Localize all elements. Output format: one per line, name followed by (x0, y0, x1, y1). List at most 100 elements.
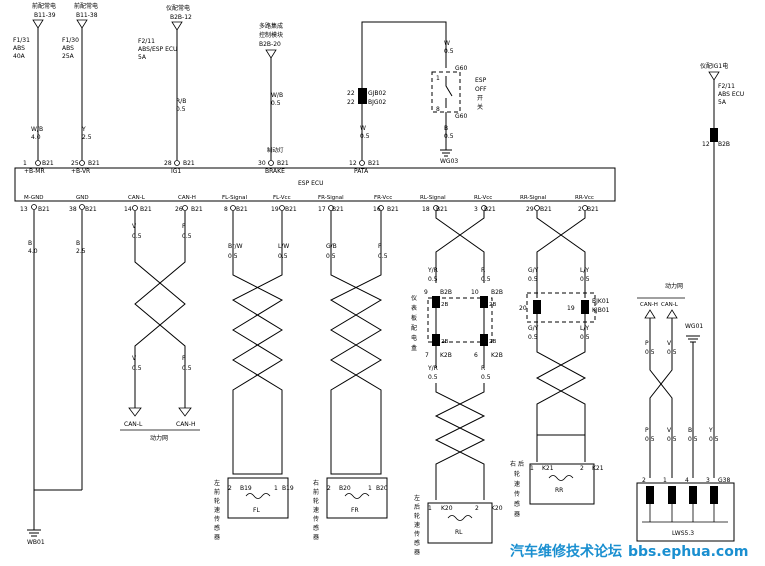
fuse-id: F2/11 (138, 38, 155, 45)
pin-name: RR-Vcc (575, 195, 594, 201)
sensor-desc: 左 前 轮 速 传 感 器 (214, 479, 220, 541)
wire-color: V (667, 427, 672, 434)
rr-sensor-circuit: G/Y 0.5 L/Y 0.5 20 19 BJK01 KJB01 G/Y 0.… (510, 205, 610, 518)
wire-size: 0.5 (378, 253, 388, 260)
wire-size: 0.5 (528, 276, 538, 283)
network-label: 动力网 (665, 282, 683, 290)
junction-pin: 9 (424, 289, 428, 296)
desc-char: 盒 (411, 344, 417, 352)
pin-name: FR-Signal (318, 195, 344, 201)
desc-char: 轮 (214, 497, 220, 505)
wire-color: R/B (176, 98, 186, 105)
connector-pin: 12 (702, 141, 710, 148)
ground-label: WG03 (440, 158, 458, 165)
desc-char: 感 (313, 524, 319, 532)
desc-char: 器 (414, 549, 420, 556)
pin-num: 38 (69, 206, 77, 213)
pin-num: 1 (23, 160, 27, 167)
module-pin: B2B-20 (259, 41, 281, 48)
sensor-pin: 1 (368, 485, 372, 492)
desc-char: 轮 (414, 512, 420, 520)
pin-conn: B21 (484, 206, 496, 213)
sensor-label: FL (253, 507, 260, 514)
wire-size: 0.5 (481, 374, 491, 381)
pin-conn: B21 (88, 160, 100, 167)
pin-name: RL-Vcc (474, 195, 492, 201)
sensor-pin: 2 (228, 485, 232, 492)
wire-color: R (481, 365, 485, 372)
desc-char: 速 (214, 507, 220, 514)
switch-pin: 8 (436, 106, 440, 113)
connector-name: BJG02 (368, 99, 386, 106)
wire-size: 2.5 (76, 248, 86, 255)
lws-terminal (710, 486, 718, 504)
switch-contact-icon (445, 76, 453, 97)
ecu-top-pins: 1 B21 +B-MR 25 B21 +B-VR 28 B21 IG1 30 B… (23, 146, 380, 175)
fuse-rating: 5A (718, 99, 727, 106)
wire-size: 4.0 (31, 134, 41, 141)
wire-size: 0.5 (667, 349, 677, 356)
sensor-conn: B19 (282, 485, 294, 492)
junction-conn: K2B (491, 352, 503, 359)
supply-arrow-icon (76, 19, 88, 29)
junction-pin: 19 (567, 305, 575, 312)
fuse-desc: ABS ECU (718, 91, 744, 98)
pin-conn: B21 (277, 160, 289, 167)
module-label: 控制模块 (259, 31, 283, 39)
multifunction-feed: 多路集成 控制模块 B2B-20 W/B 0.5 (259, 22, 283, 160)
junction-pin: 7 (425, 352, 429, 359)
sensor-conn: B20 (376, 485, 388, 492)
sensor-desc: 右 前 轮 速 传 感 器 (313, 479, 319, 541)
wire-color: L/Y (580, 267, 589, 274)
wire-color: W (444, 40, 450, 47)
sensor-conn: B20 (339, 485, 351, 492)
desc-char: 器 (514, 511, 520, 518)
sensor-pin: 2 (475, 505, 479, 512)
wire-size: 0.5 (176, 106, 186, 113)
junction-inner: 2B (441, 302, 448, 308)
junction-pin: 10 (471, 289, 479, 296)
junction-terminal (581, 300, 589, 314)
fuse-feed-2: 前配常电 B11-38 F1/30 ABS 25A Y 2.5 (62, 2, 98, 160)
wire-color: B (76, 240, 80, 247)
can-label: CAN-L (124, 421, 143, 428)
junction-desc: 仪 表 板 配 电 盒 (411, 295, 417, 352)
supply-pin: B2B-12 (170, 14, 192, 21)
connector-pin: 22 (347, 99, 355, 106)
junction-inner: 2B (489, 339, 496, 345)
pin-num: 2 (578, 206, 582, 213)
desc-char: 感 (214, 524, 220, 532)
pin-num: 26 (175, 206, 183, 213)
pin-num: 17 (318, 206, 326, 213)
pin-conn: B21 (587, 206, 599, 213)
supply-label: 仪配IG1电 (700, 62, 728, 70)
can-bus-ecu: V 0.5 P 0.5 V 0.5 P 0.5 CAN-L CAN-H 动力网 (120, 205, 200, 442)
ecu-bottom-pins: M-GND 13 B21 GND 38 B21 CAN-L 14 B21 CAN… (20, 195, 599, 213)
junction-conn: K2B (440, 352, 452, 359)
desc-char: 传 (313, 515, 319, 523)
sensor-conn: K20 (491, 505, 503, 512)
pin-conn: B21 (85, 206, 97, 213)
wire-color: W/B (271, 92, 283, 99)
lws-pin: 3 (706, 477, 710, 484)
desc-char: 传 (514, 490, 520, 498)
watermark-text: 汽车维修技术论坛 (510, 543, 622, 560)
junction-terminal (480, 296, 488, 308)
lws-terminal (668, 486, 676, 504)
wire-color: W/B (31, 126, 43, 133)
wire-size: 0.5 (228, 253, 238, 260)
pin-name: RL-Signal (420, 195, 446, 201)
wire-color: Y/R (427, 267, 438, 274)
desc-char: 速 (313, 507, 319, 514)
wire-color: P (378, 243, 382, 250)
supply-label: 前配常电 (32, 2, 56, 10)
ecu-title: ESP ECU (298, 180, 324, 187)
pin-num: 13 (20, 206, 28, 213)
sensor-conn: K20 (441, 505, 453, 512)
desc-char: 前 (313, 488, 319, 496)
wire-size: 0.5 (182, 365, 192, 372)
pin-num: 14 (124, 206, 132, 213)
junction-pin: 6 (474, 352, 478, 359)
sensor-label: RL (455, 529, 463, 536)
